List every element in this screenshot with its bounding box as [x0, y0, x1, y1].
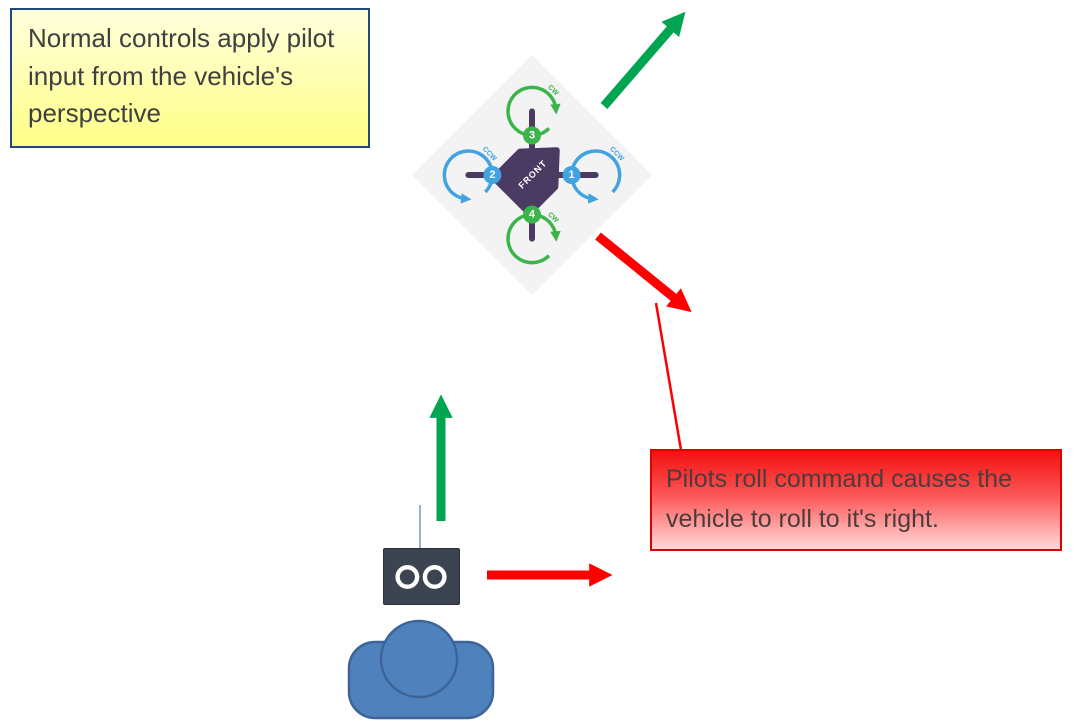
motor-2-number: 2 [489, 169, 495, 181]
motor-1-number-badge [562, 166, 581, 184]
motor-2: CCW 2 [442, 146, 502, 204]
controller-dial-left-icon [395, 565, 420, 589]
motor-4-number-badge [523, 205, 541, 224]
motor-4-rotation-ring [506, 212, 561, 265]
motor-1-rotation-ring [569, 149, 622, 204]
callout-roll-command: Pilots roll command causes the vehicle t… [650, 449, 1062, 551]
rc-controller [383, 548, 460, 605]
pilot-head [379, 619, 459, 699]
callout-roll-text: Pilots roll command causes the vehicle t… [666, 465, 1012, 533]
controller-dial-right-icon [422, 565, 447, 589]
quadcopter-svg: FRONT CW 3 CCW 1 CCW 2 [411, 54, 653, 296]
motor-3-number: 3 [529, 129, 535, 141]
quadcopter-diagram: FRONT CW 3 CCW 1 CCW 2 [411, 54, 653, 296]
motor-4: CW 4 [506, 205, 561, 265]
callout-connector-line [654, 302, 683, 451]
vehicle-forward-arrow [600, 11, 686, 109]
pilot-figure [347, 619, 495, 720]
motor-1-number: 1 [569, 169, 575, 181]
motor-3-number-badge [523, 126, 541, 145]
drone-front-plate [490, 147, 560, 217]
motor-2-number-badge [483, 166, 502, 184]
vehicle-roll-arrow [595, 232, 692, 313]
callout-normal-controls: Normal controls apply pilot input from t… [10, 8, 370, 148]
motor-4-number: 4 [529, 209, 536, 221]
callout-normal-text: Normal controls apply pilot input from t… [28, 23, 335, 129]
controller-face [395, 565, 447, 589]
